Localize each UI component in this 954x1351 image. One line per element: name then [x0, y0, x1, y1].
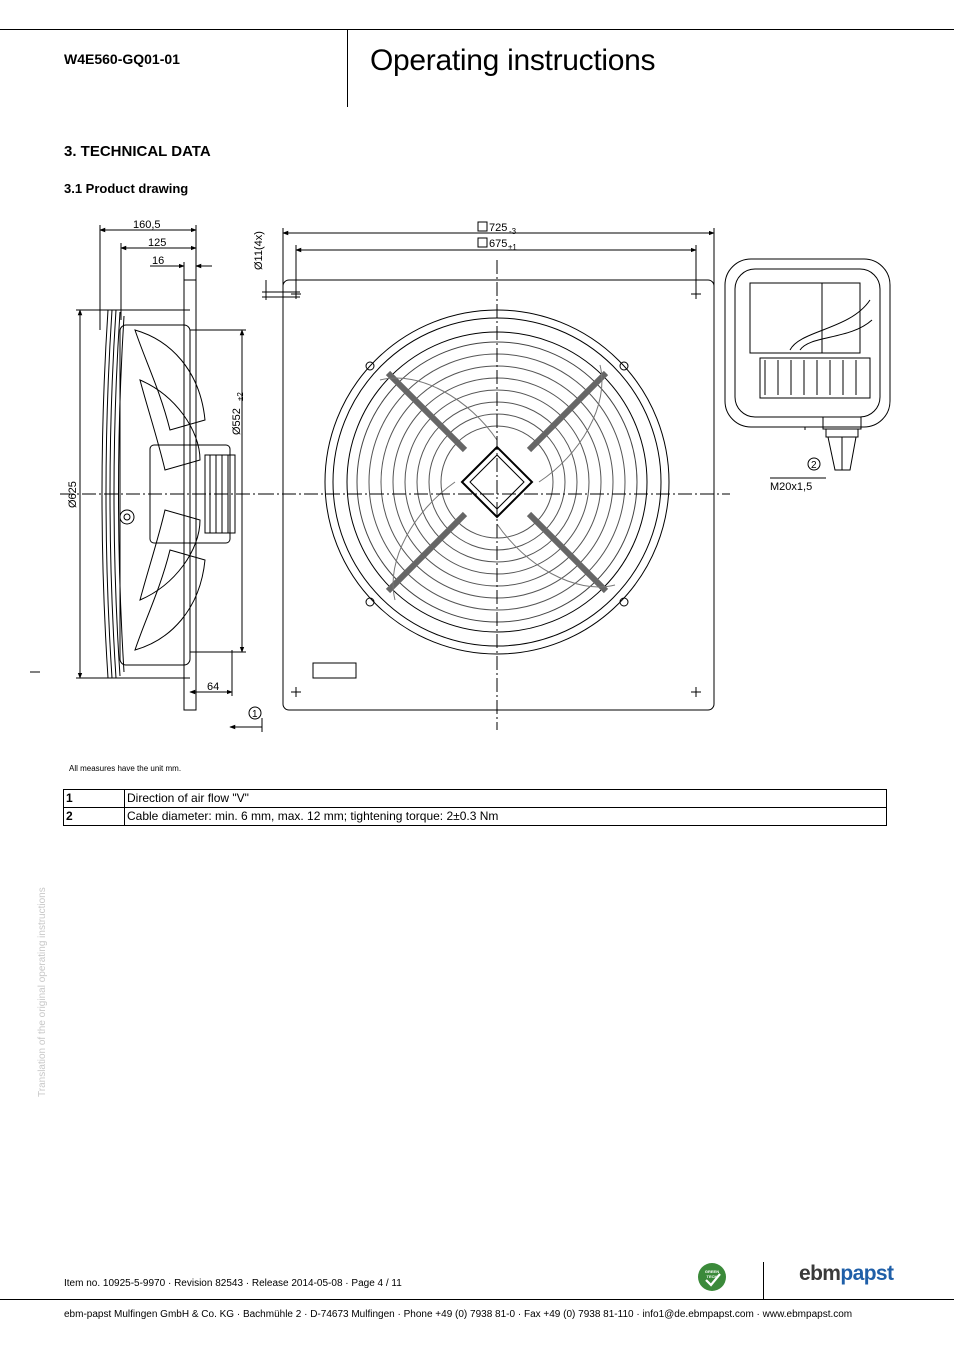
translation-note: Translation of the original operating in… [37, 887, 48, 1097]
footer-company-line: ebm-papst Mulfingen GmbH & Co. KG · Bach… [64, 1309, 853, 1320]
footer-item-line: Item no. 10925-5-9970 · Revision 82543 ·… [64, 1278, 402, 1289]
dim-64: 64 [207, 681, 219, 693]
product-drawing: 160,5 125 16 64 Ø11(4x) Ø625 Ø552 ±2 1 [30, 219, 891, 732]
section-heading: 3. TECHNICAL DATA [64, 143, 211, 160]
dim-625: Ø625 [67, 481, 79, 508]
header-divider [347, 29, 348, 107]
dim-16: 16 [152, 255, 164, 267]
dim-725-tol: -3 [509, 227, 517, 236]
svg-text:GREEN: GREEN [705, 1269, 719, 1274]
footer-rule [0, 1299, 954, 1300]
callout-2: 2 [807, 457, 821, 471]
dim-725: 725 [489, 222, 507, 234]
legend-table: 1 Direction of air flow "V" 2 Cable diam… [63, 789, 887, 826]
legend-number: 2 [63, 807, 125, 826]
legend-text: Cable diameter: min. 6 mm, max. 12 mm; t… [124, 807, 887, 826]
side-view [30, 225, 300, 732]
legend-number: 1 [63, 789, 125, 808]
terminal-box [724, 258, 891, 479]
dim-160-5: 160,5 [133, 219, 161, 231]
svg-text:TECH: TECH [707, 1274, 718, 1279]
header-top-rule [0, 29, 954, 30]
svg-text:2: 2 [811, 460, 817, 471]
front-view-dimension-labels: 725 -3 675 ±1 [477, 221, 517, 252]
units-note: All measures have the unit mm. [69, 764, 182, 773]
ebmpapst-logo: ebmpapst [799, 1262, 894, 1285]
legend-text: Direction of air flow "V" [124, 789, 887, 808]
table-row: 2 Cable diameter: min. 6 mm, max. 12 mm;… [63, 807, 887, 826]
front-view [260, 228, 730, 730]
dim-125: 125 [148, 237, 166, 249]
page-title: Operating instructions [370, 44, 656, 77]
dim-hole-11: Ø11(4x) [253, 231, 265, 270]
green-tech-badge-icon: GREEN TECH [698, 1263, 726, 1291]
table-row: 1 Direction of air flow "V" [63, 789, 887, 808]
svg-text:1: 1 [252, 709, 258, 720]
dim-m20: M20x1,5 [770, 481, 812, 493]
dim-675-tol: ±1 [508, 243, 517, 252]
side-view-dimension-labels: 160,5 125 16 64 Ø11(4x) Ø625 Ø552 ±2 [67, 219, 265, 693]
model-number: W4E560-GQ01-01 [64, 51, 180, 67]
subsection-heading: 3.1 Product drawing [64, 181, 189, 196]
callout-1: 1 [248, 706, 262, 720]
dim-552-tol: ±2 [236, 392, 245, 401]
dim-675: 675 [489, 238, 507, 250]
dim-552: Ø552 [231, 408, 243, 435]
brand-divider [763, 1262, 764, 1299]
